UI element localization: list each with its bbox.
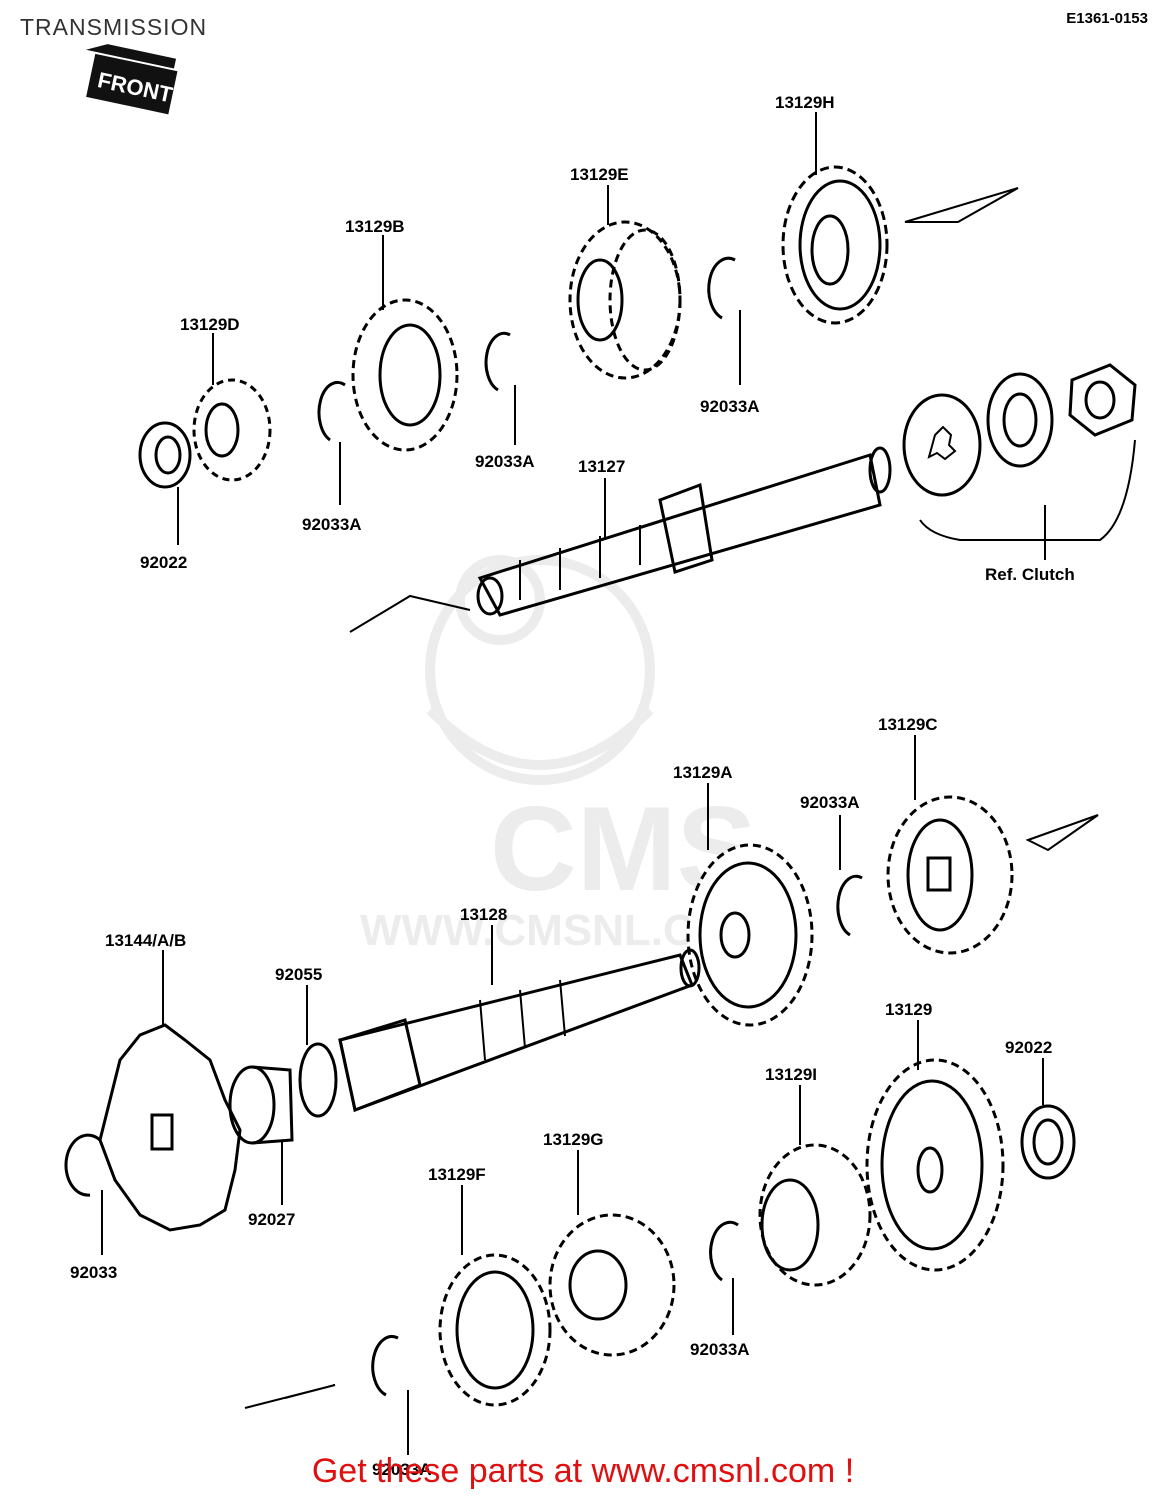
shaft-13127: [476, 446, 892, 617]
label-13129B: 13129B: [345, 217, 405, 236]
axis-arrow-upper-right: [904, 187, 1019, 223]
gear-13129H: [781, 165, 889, 325]
oring-92055: [298, 1042, 338, 1118]
diagram-code: E1361-0153: [1066, 10, 1148, 27]
label-13129E: 13129E: [570, 165, 629, 184]
page-title: TRANSMISSION: [20, 14, 208, 40]
circlip-92033A-2: [484, 331, 511, 392]
clutch-nut: [1068, 363, 1137, 437]
washer-92022-1: [138, 421, 192, 489]
label-13129G: 13129G: [543, 1130, 604, 1149]
label-13127: 13127: [578, 457, 625, 476]
gear-13129C: [886, 795, 1014, 955]
clutch-plate: [902, 393, 982, 497]
gear-13129F: [438, 1253, 552, 1407]
circlip-92033A-6: [371, 1335, 399, 1397]
label-92033A-1: 92033A: [700, 397, 760, 416]
gear-13129I: [758, 1143, 872, 1287]
gear-13129G: [548, 1213, 676, 1357]
gear-13129D: [192, 378, 272, 482]
circlip-92033A-3: [317, 380, 346, 442]
label-92033A-2: 92033A: [475, 452, 535, 471]
label-13128: 13128: [460, 905, 507, 924]
label-92022-1: 92022: [140, 553, 187, 572]
label-92033A-6: 92033A: [372, 1460, 432, 1479]
label-13129I: 13129I: [765, 1065, 817, 1084]
label-13144: 13144/A/B: [105, 931, 186, 950]
axis-arrow-lower-right: [1025, 814, 1099, 852]
label-92033: 92033: [70, 1263, 117, 1282]
label-92027: 92027: [248, 1210, 295, 1229]
front-arrow-badge: FRONT: [85, 44, 178, 115]
shaft-13128: [338, 948, 701, 1113]
label-92022-2: 92022: [1005, 1038, 1052, 1057]
label-ref-clutch: Ref. Clutch: [985, 565, 1075, 584]
gear-13129: [865, 1058, 1005, 1272]
gear-13129B: [351, 298, 459, 452]
clutch-washer: [986, 372, 1054, 468]
ref-clutch-bracket: [919, 439, 1136, 541]
circlip-92033: [64, 1133, 101, 1197]
label-13129C: 13129C: [878, 715, 938, 734]
label-92055: 92055: [275, 965, 322, 984]
washer-92022-2: [1020, 1104, 1076, 1180]
label-13129H: 13129H: [775, 93, 835, 112]
gear-13129A: [686, 843, 814, 1027]
circlip-92033A-5: [709, 1220, 739, 1282]
label-13129F: 13129F: [428, 1165, 486, 1184]
label-92033A-3: 92033A: [302, 515, 362, 534]
axis-arrow-upper-left: [349, 594, 471, 633]
gear-13129E: [568, 220, 682, 380]
label-92033A-5: 92033A: [690, 1340, 750, 1359]
sprocket-13144: [98, 1023, 242, 1232]
collar-92027: [228, 1065, 294, 1145]
circlip-92033A-1: [707, 256, 736, 320]
label-13129: 13129: [885, 1000, 932, 1019]
label-13129D: 13129D: [180, 315, 240, 334]
label-13129A: 13129A: [673, 763, 733, 782]
label-92033A-4: 92033A: [800, 793, 860, 812]
circlip-92033A-4: [836, 874, 863, 937]
cta-banner-link[interactable]: Get these parts at www.cmsnl.com !: [311, 1452, 855, 1490]
axis-arrow-lower-left: [244, 1384, 336, 1409]
